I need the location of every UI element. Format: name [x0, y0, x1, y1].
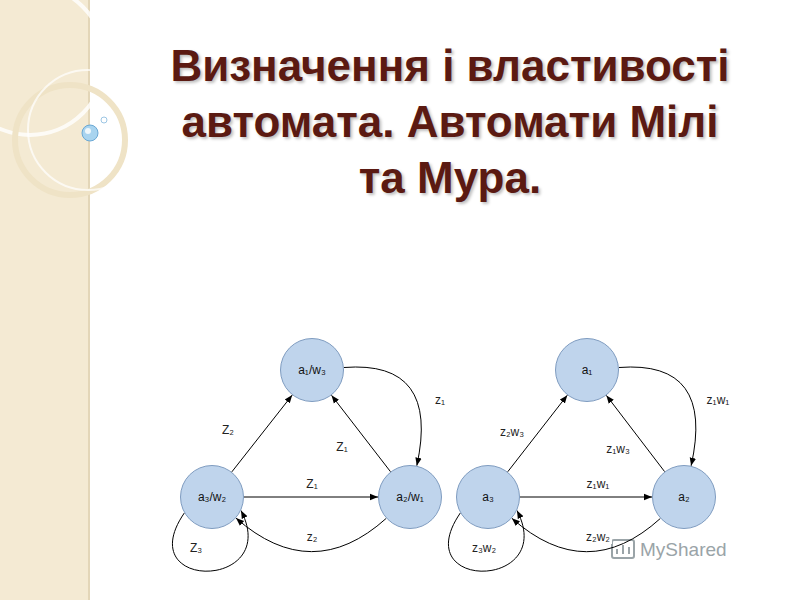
deco-dot	[82, 125, 98, 141]
transition-arrow	[344, 367, 421, 466]
watermark-icon-bar	[628, 547, 630, 554]
state-circle: a₁	[555, 338, 619, 402]
transition-label: z₁w₁	[585, 477, 612, 491]
transition-label: Z₁	[334, 440, 349, 454]
state-circle: a₁/w₃	[280, 338, 344, 402]
deco-ring	[0, 0, 105, 135]
state-name: a₂	[678, 490, 689, 504]
deco-ring	[15, 85, 125, 195]
transition-arrow	[236, 518, 386, 552]
transition-arrow	[606, 395, 664, 471]
state-name: a₃	[482, 490, 494, 504]
state-name: a₂/w₁	[396, 490, 423, 504]
watermark-icon	[612, 540, 634, 558]
transition-arrow	[244, 497, 378, 498]
state-name: a₁	[582, 363, 593, 377]
transition-label: z₂w₂	[584, 530, 612, 544]
state-name: a₃/w₂	[198, 490, 226, 504]
transition-arrow	[520, 497, 652, 498]
transition-arrow	[332, 395, 391, 471]
deco-dot	[101, 117, 107, 123]
transition-label: Z₃	[188, 541, 204, 555]
transition-arrow	[512, 518, 660, 551]
transition-label: z₂	[305, 530, 320, 544]
transition-label: z₁	[433, 393, 447, 407]
watermark-icon-bar	[616, 549, 618, 554]
state-circle: a₃/w₂	[180, 465, 244, 529]
state-circle: a₂/w₁	[378, 465, 442, 529]
transition-arrow	[232, 395, 292, 472]
state-circle: a₃	[456, 465, 520, 529]
slide-title: Визначення і властивості автомата. Автом…	[165, 38, 735, 206]
transition-label: z₁w₁	[705, 393, 732, 407]
transition-label: Z₂	[220, 423, 236, 437]
deco-ring	[28, 70, 148, 190]
transition-label: z₂w₃	[498, 425, 526, 439]
transition-label: z₃w₂	[470, 541, 498, 555]
watermark: MyShared	[640, 539, 727, 561]
state-circle: a₂	[652, 465, 716, 529]
transition-label: Z₁	[304, 477, 319, 491]
watermark-icon-frame	[612, 540, 634, 558]
state-name: a₁/w₃	[298, 363, 326, 377]
deco-dot-shine	[85, 128, 91, 134]
watermark-icon-bar	[622, 545, 624, 554]
transition-label: z₁w₃	[604, 442, 632, 456]
